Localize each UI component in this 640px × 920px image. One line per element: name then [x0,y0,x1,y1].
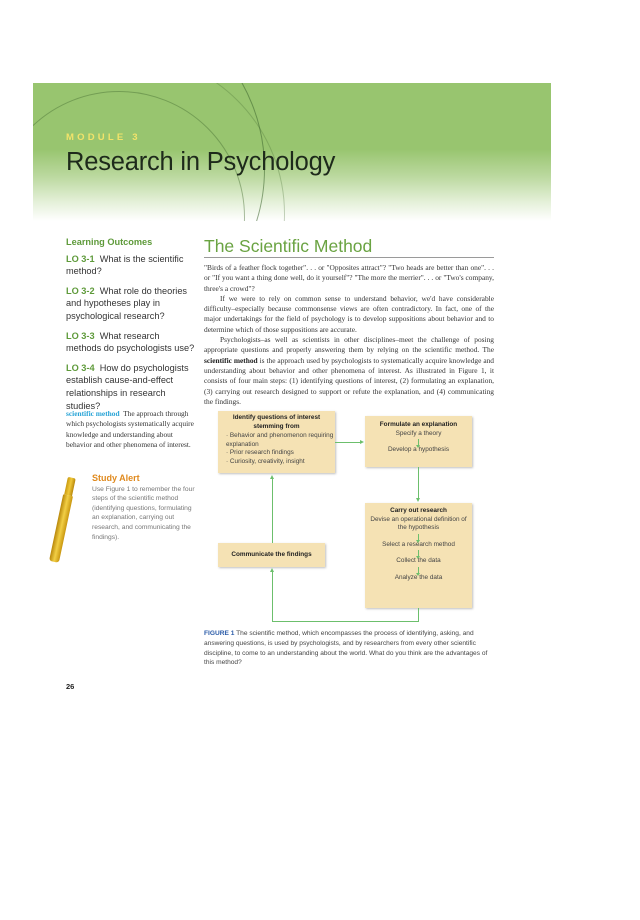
arrow-up-icon [270,475,274,479]
connector-line [272,621,419,623]
arrow-down-icon [416,439,420,449]
arrow-up-icon [270,568,274,572]
page-number: 26 [66,682,75,691]
highlighter-icon [46,476,76,563]
learning-outcome-item: LO 3-1 What is the scientific method? [66,253,196,278]
lo-code: LO 3-3 [66,330,95,341]
figure-label: FIGURE 1 [204,630,235,637]
learning-outcomes-heading: Learning Outcomes [66,237,153,247]
arrow-down-icon [416,498,420,502]
connector-line [418,608,420,622]
section-title: The Scientific Method [204,236,373,256]
glossary-definition: The approach through which psychologists… [66,409,194,450]
lo-text: What role do theories and hypotheses pla… [66,285,188,321]
section-divider [204,257,494,258]
flow-box-title: Formulate an explanation [379,421,458,428]
lo-code: LO 3-4 [66,362,95,373]
figure-caption: FIGURE 1 The scientific method, which en… [204,629,494,668]
glossary-entry: scientific method The approach through w… [66,409,196,451]
connector-line [335,442,361,444]
lo-text: What research methods do psychologists u… [66,330,195,354]
flow-step: Analyze the data [394,573,443,581]
paragraph-text: Psychologists–as well as scientists in o… [204,335,494,355]
flow-box-title: Carry out research [390,507,447,514]
learning-outcome-item: LO 3-4 How do psychologists establish ca… [66,362,196,412]
body-text: "Birds of a feather flock together". . .… [204,263,494,407]
lo-text: How do psychologists establish cause-and… [66,362,189,411]
connector-line [272,572,274,622]
key-term: scientific method [204,355,258,365]
flow-box-bullets: Behavior and phenomenon requiring explan… [218,432,335,466]
flow-box-identify: Identify questions of interest stemming … [218,411,335,473]
glossary-term: scientific method [66,409,120,418]
paragraph-text: is the approach used by psychologists to… [204,355,494,406]
flow-box-communicate: Communicate the findings [218,543,325,567]
paragraph: If we were to rely on common sense to un… [204,293,494,334]
bullet-item: Curiosity, creativity, insight [226,458,335,467]
arrow-down-icon [416,566,420,576]
study-alert-text: Use Figure 1 to remember the four steps … [92,485,195,541]
paragraph: Psychologists–as well as scientists in o… [204,335,494,407]
module-label: MODULE 3 [66,132,141,143]
flow-step: Develop a hypothesis [387,446,450,454]
flow-step: Specify a theory [395,429,442,437]
flow-step: Devise an operational definition of the … [370,515,467,532]
connector-line [272,479,274,543]
lo-text: What is the scientific method? [66,253,184,277]
learning-outcome-item: LO 3-3 What research methods do psycholo… [66,330,196,355]
lo-code: LO 3-2 [66,285,95,296]
study-alert-title: Study Alert [92,473,140,483]
arrow-down-icon [416,533,420,543]
flow-box-title: Communicate the findings [231,551,312,558]
flow-box-formulate: Formulate an explanation Specify a theor… [365,416,472,467]
flow-box-research: Carry out research Devise an operational… [365,503,472,608]
study-alert: Study Alert Use Figure 1 to remember the… [92,473,200,542]
arrow-down-icon [416,550,420,560]
flow-step: Collect the data [396,557,441,565]
flow-box-title: Identify questions of interest stemming … [232,414,321,430]
learning-outcomes: Learning Outcomes LO 3-1 What is the sci… [66,236,196,419]
connector-line [418,467,420,499]
figure-flowchart: Identify questions of interest stemming … [205,405,495,625]
flow-step: Select a research method [382,540,455,548]
paragraph: "Birds of a feather flock together". . .… [204,263,494,293]
bullet-item: Prior research findings [226,449,335,458]
learning-outcome-item: LO 3-2 What role do theories and hypothe… [66,285,196,323]
bullet-item: Behavior and phenomenon requiring explan… [226,432,335,449]
caption-text: The scientific method, which encompasses… [204,630,488,667]
module-banner [33,83,551,221]
arrow-right-icon [360,440,364,444]
module-title: Research in Psychology [66,148,336,176]
lo-code: LO 3-1 [66,253,95,264]
